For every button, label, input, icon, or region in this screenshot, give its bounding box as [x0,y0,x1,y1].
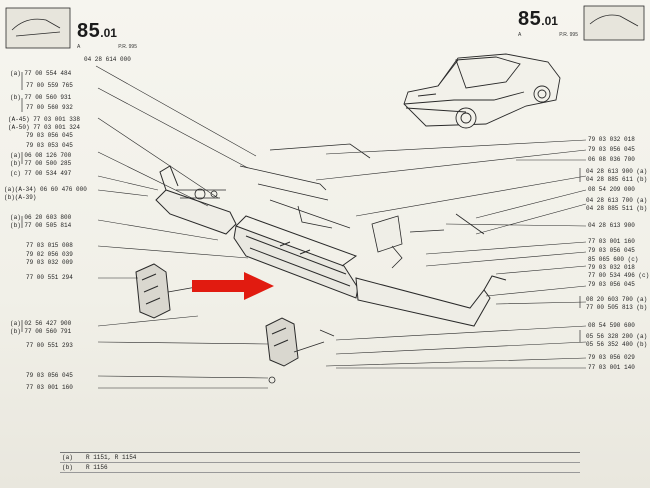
page-subline: A P.R. 995 [518,32,578,38]
part-number: 06 08 036 700 [588,156,635,163]
part-number: 08 20 603 700 (a) [586,296,648,303]
leader-lines-right [315,139,587,369]
part-number: (c) 77 00 534 497 [10,170,72,177]
part-number: 85 065 600 (c) [588,256,639,263]
part-number: (b) 77 00 500 285 [10,160,72,167]
bumper-end-left [155,165,237,235]
thumbnail-left-lines [11,18,61,37]
car-illustration [403,53,561,129]
part-number: 79 02 056 039 [26,251,73,258]
part-number: (a) 06 20 603 800 [10,214,72,221]
part-number: 77 03 015 008 [26,242,73,249]
leader-lines-left [95,65,269,389]
part-number: 77 03 001 160 [588,238,635,245]
part-number: (b)(A-39) [4,194,37,201]
front-bumper-bar [233,215,359,299]
legend-row: (b) R 1156 [60,463,580,473]
part-number: (A-50) 77 03 001 324 [8,124,81,131]
part-number: 79 03 032 018 [588,136,635,143]
part-number: 77 00 505 813 (b) [586,304,648,311]
part-number: 77 00 559 765 [26,82,73,89]
part-number: (b) 77 00 505 814 [10,222,72,229]
part-number: 79 03 056 045 [588,281,635,288]
part-number: 77 00 551 293 [26,342,73,349]
upper-rod [269,143,371,159]
page-number-right: 85.01 A P.R. 995 [518,8,578,38]
part-number: 79 03 032 018 [588,264,635,271]
part-number: 77 03 001 160 [26,384,73,391]
sub-right: P.R. 995 [559,32,578,38]
part-number: (a)(A-34) 06 60 476 000 [4,186,87,193]
part-number: 79 03 056 045 [26,132,73,139]
support-rods [239,165,351,229]
part-number: 04 28 613 700 (a) [586,197,648,204]
sub-left: A [518,32,522,38]
nut-left [210,190,218,198]
sub-left: A [77,44,81,50]
legend-row: (a) R 1151, R 1154 [60,453,580,463]
part-number: 79 03 053 045 [26,142,73,149]
bolt-mid [409,229,445,233]
part-number: 04 28 614 000 [84,56,131,63]
sub-right: P.R. 995 [118,44,137,50]
thumbnail-right [583,5,645,41]
bracket-centre [297,205,333,229]
part-number: 04 28 885 511 (b) [586,205,648,212]
screw-lower [268,376,276,384]
side-lamp-right [265,317,299,367]
legend-text: R 1151, R 1154 [86,454,137,461]
thumbnail-left [5,7,71,49]
legend-key: (b) [62,464,73,471]
bracket-right [371,215,403,253]
nut-group [391,245,403,269]
part-number: 79 03 056 045 [588,247,635,254]
part-number: 79 03 032 009 [26,259,73,266]
part-number: 79 03 056 045 [588,146,635,153]
part-number: 77 03 001 140 [588,364,635,371]
washer-left [194,188,206,200]
part-number: 77 00 534 496 (c) [588,272,650,279]
legend-text: R 1156 [86,464,108,471]
part-number: 77 00 551 294 [26,274,73,281]
part-number: (A-45) 77 03 001 338 [8,116,81,123]
bumper-end-right [355,275,507,327]
left-rod [176,189,226,199]
part-number: 04 28 613 900 (a) [586,168,648,175]
page-number-small: .01 [100,26,117,40]
part-number: 79 03 056 029 [588,354,635,361]
part-number: (a) 02 56 427 900 [10,320,72,327]
page-number-left: 85.01 A P.R. 995 [77,20,137,50]
red-arrow-icon [192,272,274,300]
lamp-bracket-right [293,341,325,353]
part-number: 08 54 209 000 [588,186,635,193]
model-legend: (a) R 1151, R 1154 (b) R 1156 [60,452,580,473]
part-number: 77 00 560 932 [26,104,73,111]
part-number: 05 56 352 400 (b) [586,341,648,348]
part-number: (a) 06 08 126 700 [10,152,72,159]
part-number: 04 28 613 900 [588,222,635,229]
page-number-small: .01 [541,14,558,28]
part-number: (b) 77 00 560 931 [10,94,72,101]
page-subline: A P.R. 995 [77,44,137,50]
part-number: (b) 77 00 560 791 [10,328,72,335]
part-number: 05 56 328 200 (a) [586,333,648,340]
page-number-big: 85 [77,20,101,42]
side-lamp-left [135,263,171,319]
page-number-big: 85 [518,8,542,30]
legend-key: (a) [62,454,73,461]
bolt-right [455,213,485,235]
part-number: (a) 77 00 554 484 [10,70,72,77]
part-number: 08 54 590 600 [588,322,635,329]
part-number: 04 28 885 611 (b) [586,176,648,183]
clip-right [319,329,335,337]
part-number: 79 03 056 045 [26,372,73,379]
